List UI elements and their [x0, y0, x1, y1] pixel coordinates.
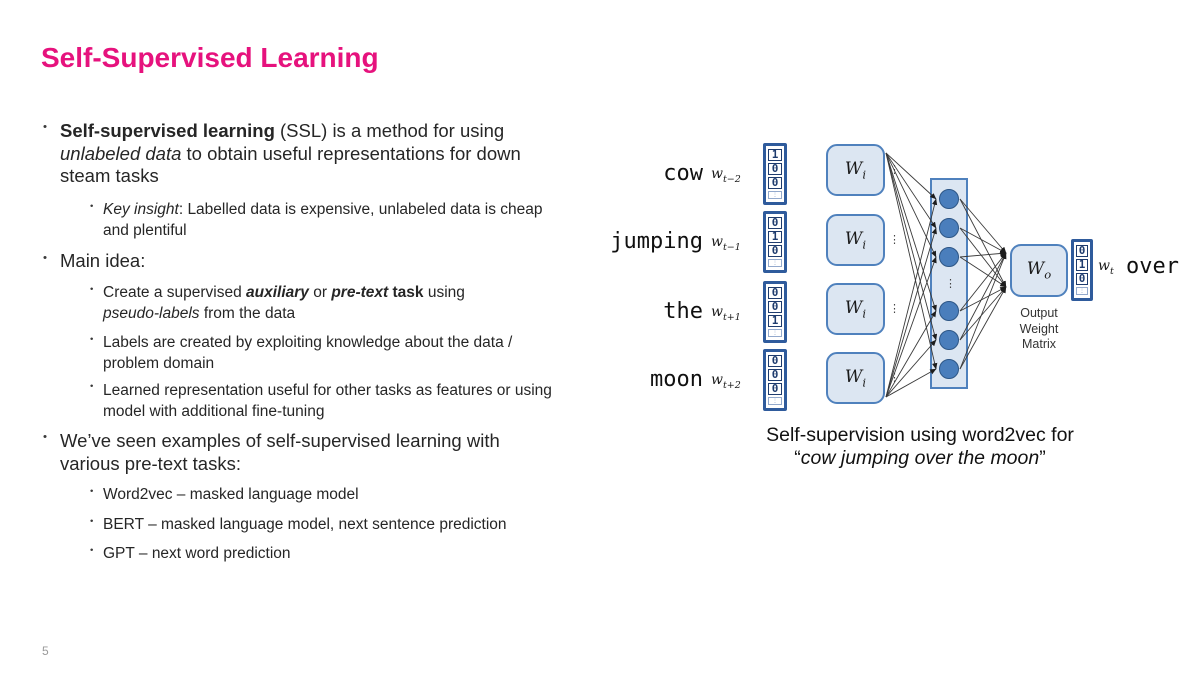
page-title: Self-Supervised Learning	[41, 42, 379, 73]
bullet-icon: •	[43, 121, 48, 134]
input-label-wt-2: wt−2	[711, 166, 741, 185]
text-run: We’ve seen examples of self-supervised l…	[60, 430, 500, 474]
text-run: Key insight	[103, 200, 179, 218]
onehot-vector-jumping: 0 1 0 ⋮	[763, 211, 787, 273]
ellipsis-icon: ⋮	[889, 303, 900, 315]
output-label-wt: wt	[1098, 258, 1114, 277]
list-subitem: • GPT – next word prediction	[88, 543, 601, 564]
ellipsis-icon: ⋮	[945, 278, 956, 290]
bullet-icon: •	[90, 333, 94, 345]
text-run: (SSL) is a method for using	[274, 120, 505, 141]
ellipsis-icon: ⋮	[768, 191, 782, 199]
input-word-moon: moon	[650, 367, 703, 392]
input-word-cow: cow	[663, 161, 703, 186]
bullet-icon: •	[90, 486, 94, 498]
ellipsis-icon: ⋮	[768, 259, 782, 267]
hidden-node-5	[939, 330, 959, 350]
list-subitem: • Word2vec – masked language model	[88, 484, 601, 505]
ellipsis-icon: ⋮	[768, 397, 782, 405]
page-number: 5	[42, 644, 49, 658]
hidden-node-4	[939, 301, 959, 321]
input-word-jumping: jumping	[610, 229, 703, 254]
text-run: BERT – masked language model, next sente…	[103, 515, 507, 533]
text-run: : Labelled data is expensive, unlabeled …	[103, 200, 543, 240]
list-item: • We’ve seen examples of self-supervised…	[41, 430, 531, 475]
ellipsis-icon: ⋮	[768, 329, 782, 337]
text-run: using	[423, 284, 465, 301]
input-label-wt+2: wt+2	[711, 372, 741, 391]
hidden-node-3	[939, 247, 959, 267]
text-run: pseudo-labels	[103, 305, 200, 323]
text-run: unlabeled data	[60, 142, 182, 164]
caption-line-1: Self-supervision using word2vec for	[766, 424, 1074, 446]
hidden-node-1	[939, 189, 959, 209]
list-subitem: • Learned representation useful for othe…	[88, 380, 558, 423]
input-weight-matrix-4: Wi	[826, 352, 885, 404]
list-subitem: • Create a supervised auxiliary or pre-t…	[88, 282, 508, 325]
text-run: or	[308, 284, 332, 301]
text-run: to obtain useful representations for dow…	[60, 142, 521, 187]
ellipsis-icon: ⋮	[889, 372, 900, 384]
input-label-wt-1: wt−1	[711, 234, 741, 253]
bullet-icon: •	[90, 381, 94, 393]
ellipsis-icon: ⋮	[889, 164, 900, 176]
list-subitem: • BERT – masked language model, next sen…	[88, 514, 601, 535]
output-word-over: over	[1126, 254, 1179, 279]
list-subitem: • Labels are created by exploiting knowl…	[88, 332, 568, 375]
caption-line-2: “cow jumping over the moon”	[794, 446, 1046, 469]
text-run: Create a supervised	[103, 284, 247, 301]
bullet-icon: •	[43, 431, 48, 444]
text-run: GPT – next word prediction	[103, 545, 291, 563]
onehot-vector-the: 0 0 1 ⋮	[763, 281, 787, 343]
list-item: • Main idea:	[41, 250, 551, 273]
text-run: Main idea:	[60, 250, 146, 272]
bullet-icon: •	[90, 200, 94, 212]
list-item: • Self-supervised learning (SSL) is a me…	[41, 120, 551, 188]
bullet-icon: •	[90, 283, 94, 295]
input-weight-matrix-2: Wi	[826, 214, 885, 266]
text-run: Labels are created by exploiting knowled…	[103, 333, 513, 373]
onehot-vector-moon: 0 0 0 ⋮	[763, 349, 787, 411]
bullet-icon: •	[90, 515, 94, 527]
input-word-the: the	[663, 299, 703, 324]
hidden-node-2	[939, 218, 959, 238]
diagram-caption: Self-supervision using word2vec for “cow…	[640, 424, 1200, 469]
text-run: Self-supervised learning	[60, 120, 275, 141]
onehot-vector-cow: 1 0 0 ⋮	[763, 143, 787, 205]
output-weight-matrix-caption: Output Weight Matrix	[1019, 306, 1059, 351]
hidden-node-6	[939, 359, 959, 379]
input-weight-matrix-1: Wi	[826, 144, 885, 196]
bullet-list: • Self-supervised learning (SSL) is a me…	[41, 120, 601, 565]
onehot-vector-output: 0 1 0 ⋮	[1071, 239, 1093, 301]
input-label-wt+1: wt+1	[711, 304, 741, 323]
ellipsis-icon: ⋮	[1076, 287, 1088, 295]
bullet-icon: •	[90, 545, 94, 557]
list-subitem: • Key insight: Labelled data is expensiv…	[88, 199, 548, 242]
input-weight-matrix-3: Wi	[826, 283, 885, 335]
ellipsis-icon: ⋮	[889, 234, 900, 246]
bullet-icon: •	[43, 251, 48, 264]
text-run: task	[388, 284, 424, 301]
text-run: Word2vec – masked language model	[103, 486, 359, 504]
text-run: Learned representation useful for other …	[103, 381, 552, 420]
text-run: auxiliary	[246, 284, 309, 301]
text-run: pre-text	[331, 284, 389, 301]
output-weight-matrix-box: Wo	[1010, 244, 1068, 297]
text-run: from the data	[199, 305, 296, 323]
